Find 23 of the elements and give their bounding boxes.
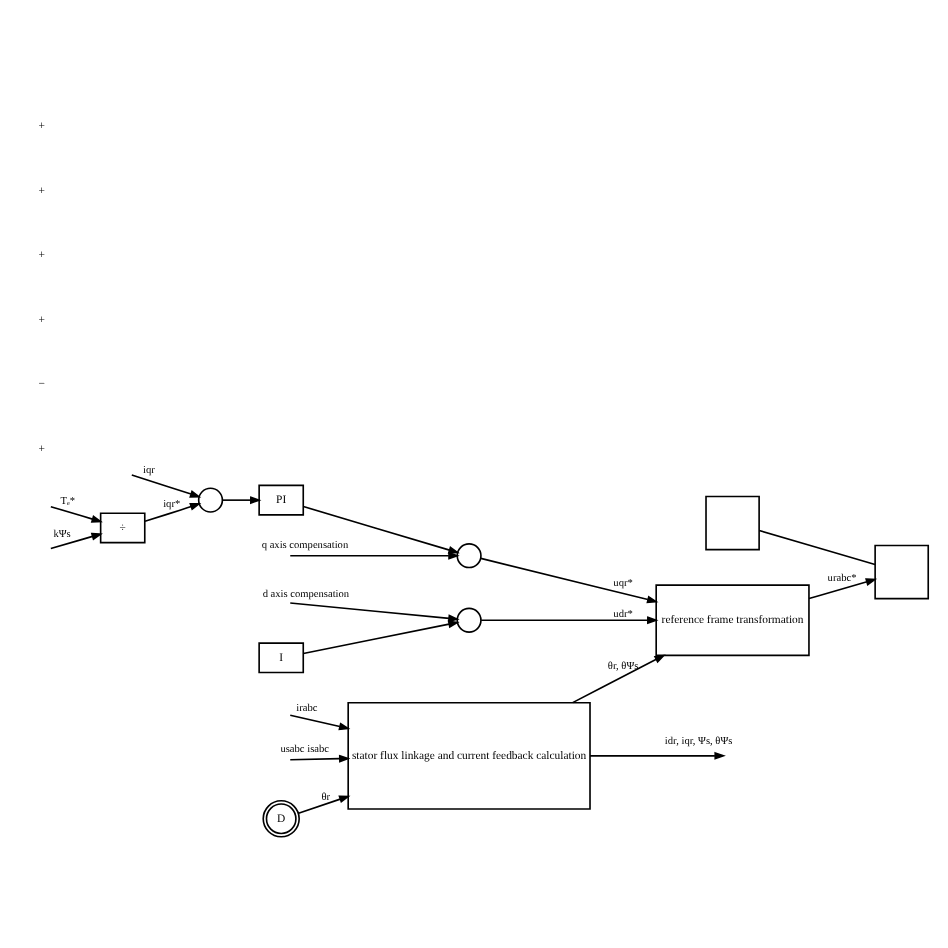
node-circle: [456, 607, 482, 633]
node-box: [705, 495, 760, 551]
arrow: [480, 557, 659, 604]
arrow: [130, 474, 202, 498]
arrow: [50, 505, 103, 523]
arrow: [480, 616, 659, 625]
arrow: [289, 602, 460, 629]
arrow: [302, 614, 460, 655]
arrow: [50, 532, 103, 550]
arrow: [144, 502, 202, 523]
arrow: [289, 714, 351, 731]
arrow: [571, 654, 666, 704]
node-circle: [197, 487, 224, 513]
arrow: [808, 578, 878, 600]
node-circle: [456, 543, 482, 569]
arrow: [589, 751, 726, 760]
arrow: [221, 496, 262, 505]
arrow: [302, 505, 460, 560]
node-box: [874, 544, 930, 600]
arrow: [289, 546, 460, 560]
connector: [758, 529, 876, 566]
arrow: [289, 754, 351, 763]
arrow: [297, 795, 351, 814]
